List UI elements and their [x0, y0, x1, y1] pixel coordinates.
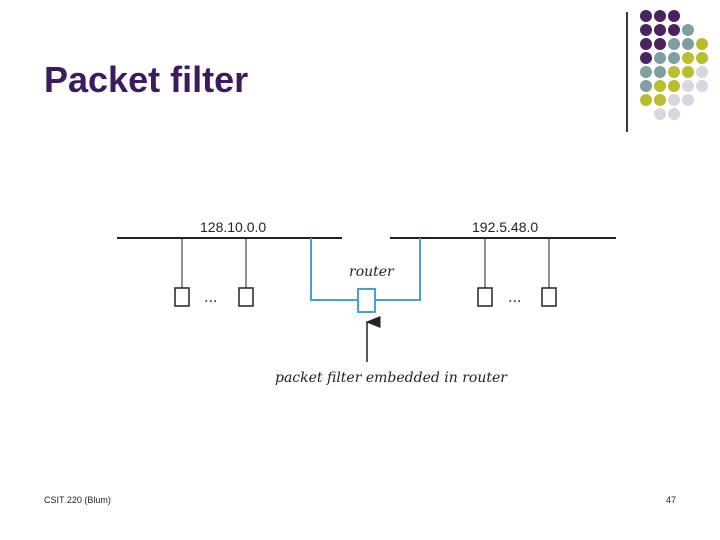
decor-dot: [682, 24, 694, 36]
router-box: [357, 288, 376, 313]
decor-dot: [640, 66, 652, 78]
decor-dot: [668, 10, 680, 22]
title-divider: [626, 12, 628, 132]
decor-dot: [668, 108, 680, 120]
decor-dot: [654, 24, 666, 36]
decor-dot: [696, 52, 708, 64]
host-box: [174, 287, 190, 307]
filter-caption: packet filter embedded in router: [275, 370, 508, 386]
page-number: 47: [666, 495, 677, 505]
decor-dot: [640, 10, 652, 22]
decor-dot: [682, 38, 694, 50]
decor-dot: [668, 24, 680, 36]
decor-dot: [682, 94, 694, 106]
decor-dot: [640, 80, 652, 92]
router-label: router: [349, 264, 395, 280]
decor-dot: [654, 10, 666, 22]
decor-dot: [668, 66, 680, 78]
host-box: [477, 287, 493, 307]
host-box: [541, 287, 557, 307]
decor-dot: [654, 66, 666, 78]
decor-dot: [696, 80, 708, 92]
decor-dot: [654, 94, 666, 106]
decor-dot: [696, 38, 708, 50]
decor-dot: [682, 52, 694, 64]
decor-dot: [668, 94, 680, 106]
right-hosts-ellipsis: ...: [508, 290, 521, 306]
left-hosts-ellipsis: ...: [204, 290, 217, 306]
footer-course: CSIT 220 (Blum): [44, 495, 111, 505]
router-link-left: [310, 238, 359, 301]
right-network-label: 192.5.48.0: [472, 219, 538, 235]
decorative-dot-grid: [640, 10, 720, 120]
decor-dot: [682, 80, 694, 92]
decor-dot: [640, 52, 652, 64]
decor-dot: [668, 38, 680, 50]
decor-dot: [654, 38, 666, 50]
decor-dot: [654, 108, 666, 120]
left-network-label: 128.10.0.0: [200, 219, 266, 235]
decor-dot: [654, 80, 666, 92]
decor-dot: [668, 80, 680, 92]
decor-dot: [640, 24, 652, 36]
router-link-right: [375, 238, 421, 301]
decor-dot: [640, 38, 652, 50]
decor-dot: [668, 52, 680, 64]
slide-title: Packet filter: [44, 59, 249, 100]
decor-dot: [696, 66, 708, 78]
decor-dot: [654, 52, 666, 64]
host-box: [238, 287, 254, 307]
decor-dot: [640, 94, 652, 106]
decor-dot: [682, 66, 694, 78]
